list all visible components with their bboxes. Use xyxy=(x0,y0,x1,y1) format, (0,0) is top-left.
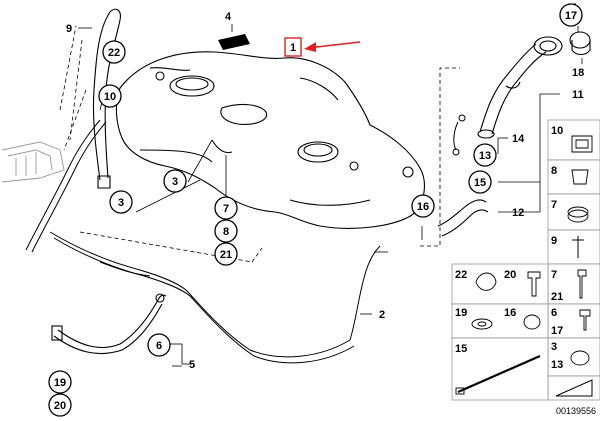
screw-icon xyxy=(579,309,591,331)
svg-text:7: 7 xyxy=(551,199,557,211)
svg-text:3: 3 xyxy=(551,341,557,353)
washer-icon xyxy=(471,318,493,330)
svg-text:17: 17 xyxy=(565,10,577,22)
svg-text:7: 7 xyxy=(551,269,557,281)
callout-7: 7 xyxy=(214,196,238,220)
svg-text:9: 9 xyxy=(551,235,557,247)
grommet-icon xyxy=(571,169,589,185)
callout-21: 21 xyxy=(214,242,238,266)
callout-22: 22 xyxy=(102,40,126,64)
parts-cell-22-20: 22 20 xyxy=(451,263,549,305)
parts-cell-7b-21: 7 21 xyxy=(547,263,600,305)
left-vehicle-section xyxy=(1,141,65,183)
bolt-icon xyxy=(577,269,587,299)
fuel-tank xyxy=(115,51,425,229)
parts-cell-10: 10 xyxy=(547,119,600,161)
parts-grid: 10 8 7 9 7 21 6 17 xyxy=(451,119,600,401)
callout-1: 1 xyxy=(284,37,302,57)
parts-cell-7a: 7 xyxy=(547,193,600,231)
callout-20: 20 xyxy=(48,393,72,417)
svg-text:21: 21 xyxy=(220,249,232,261)
fuel-lines xyxy=(25,119,381,364)
stud-icon xyxy=(527,271,541,297)
callout-14: 14 xyxy=(512,133,525,145)
callout-4: 4 xyxy=(225,11,232,23)
callout-12: 12 xyxy=(512,207,524,219)
callout-6: 6 xyxy=(147,333,171,357)
callout-17: 17 xyxy=(559,3,583,27)
svg-text:16: 16 xyxy=(504,307,516,319)
svg-text:22: 22 xyxy=(455,269,467,281)
callout-9: 9 xyxy=(66,23,72,35)
svg-text:10: 10 xyxy=(551,125,563,137)
callout-13: 13 xyxy=(473,143,497,167)
hose-clamp-icon xyxy=(570,350,590,366)
parts-cell-15: 15 xyxy=(451,337,549,401)
bracket-icon xyxy=(475,272,497,291)
parts-cell-3-13: 3 13 xyxy=(547,337,600,377)
callout-5: 5 xyxy=(189,359,195,371)
svg-text:10: 10 xyxy=(104,91,116,103)
svg-text:6: 6 xyxy=(156,340,162,352)
svg-text:13: 13 xyxy=(479,150,491,162)
callout-18: 18 xyxy=(572,67,584,79)
parts-cell-symbol xyxy=(547,375,600,401)
cable-tie-icon xyxy=(457,354,541,394)
callout-10: 10 xyxy=(98,84,122,108)
svg-text:3: 3 xyxy=(172,176,178,188)
bushing-icon xyxy=(567,209,589,223)
callout-19: 19 xyxy=(48,370,72,394)
svg-text:8: 8 xyxy=(223,226,229,238)
document-number: 00139556 xyxy=(556,406,596,416)
svg-text:3: 3 xyxy=(118,197,124,209)
callout-8: 8 xyxy=(214,219,238,243)
callout-16: 16 xyxy=(411,194,435,218)
parts-cell-6-17: 6 17 xyxy=(547,303,600,339)
label-sticker xyxy=(218,34,250,50)
svg-text:21: 21 xyxy=(551,291,563,303)
filler-cap xyxy=(569,31,591,56)
svg-text:16: 16 xyxy=(417,201,429,213)
highlight-arrow xyxy=(304,41,361,52)
expansion-rivet-icon xyxy=(572,236,584,258)
svg-text:8: 8 xyxy=(551,165,557,177)
callout-15: 15 xyxy=(468,170,492,194)
svg-text:13: 13 xyxy=(551,359,563,371)
svg-text:15: 15 xyxy=(474,177,486,189)
callout-2: 2 xyxy=(379,309,385,321)
callout-3-right: 3 xyxy=(163,169,187,193)
svg-text:20: 20 xyxy=(54,400,66,412)
svg-text:17: 17 xyxy=(551,325,563,337)
clip-icon xyxy=(571,135,593,153)
svg-text:19: 19 xyxy=(54,377,66,389)
svg-text:20: 20 xyxy=(504,269,516,281)
svg-text:19: 19 xyxy=(455,307,467,319)
connecting-hose xyxy=(437,199,489,237)
filler-neck xyxy=(477,36,563,139)
callout-3-left: 3 xyxy=(109,190,133,214)
svg-text:15: 15 xyxy=(455,343,467,355)
svg-text:7: 7 xyxy=(223,203,229,215)
tank-strap xyxy=(51,293,167,355)
clamp-icon xyxy=(523,314,541,330)
svg-text:6: 6 xyxy=(551,307,557,319)
parts-cell-19-16: 19 16 xyxy=(451,303,549,339)
callout-11: 11 xyxy=(572,89,584,101)
wedge-symbol-icon xyxy=(555,379,593,397)
parts-cell-9: 9 xyxy=(547,229,600,265)
svg-text:1: 1 xyxy=(290,42,296,54)
parts-cell-8: 8 xyxy=(547,159,600,195)
svg-text:22: 22 xyxy=(108,47,120,59)
leader-lines xyxy=(59,24,583,367)
